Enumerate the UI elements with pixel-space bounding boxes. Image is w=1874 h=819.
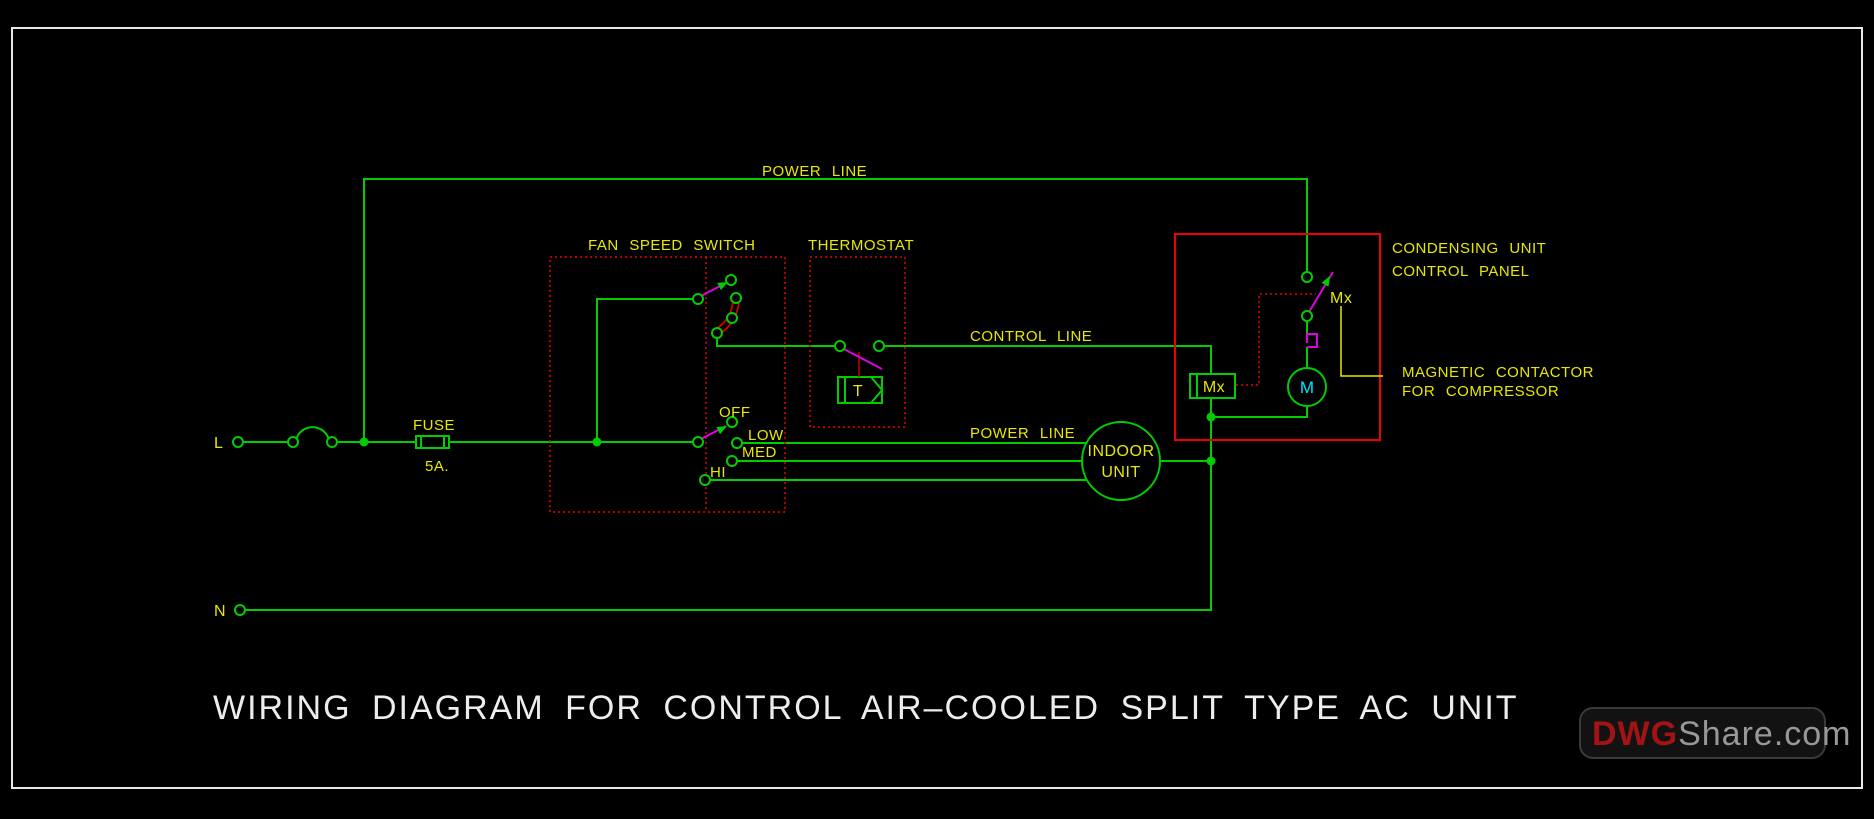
thermostat-title: THERMOSTAT <box>808 237 914 254</box>
junction-panel-return <box>1206 412 1216 422</box>
junction-dots <box>359 412 1216 466</box>
l-terminal-label: L <box>214 435 223 452</box>
fan-low-label: LOW <box>748 427 784 444</box>
indoor-unit-label-line1: INDOOR <box>1088 443 1155 460</box>
fuse-label: FUSE <box>413 417 455 434</box>
thermostat-dashed-box <box>809 256 906 428</box>
mx-contact-label: Mx <box>1330 290 1352 307</box>
panel-title-line2: CONTROL PANEL <box>1392 263 1530 280</box>
wire-motor-return <box>1211 406 1308 418</box>
terminal-circles <box>232 271 1313 616</box>
thermostat-arm <box>841 347 883 370</box>
power-line-top-label: POWER LINE <box>762 163 867 180</box>
motor-label: M <box>1300 378 1314 397</box>
panel-contact-top <box>1301 271 1313 283</box>
drawing-title: WIRING DIAGRAM FOR CONTROL AIR–COOLED SP… <box>213 689 1519 727</box>
fan-off-label: OFF <box>719 404 751 421</box>
arm-arrowheads <box>716 276 1330 435</box>
panel-contact-bottom <box>1301 310 1313 322</box>
mx-coil-label: Mx <box>1203 379 1225 396</box>
fan-arm-arrow-icon <box>716 426 727 435</box>
switch-arms <box>700 271 1334 440</box>
fan-switch-dashed-box <box>549 256 786 513</box>
fan-off-circle <box>726 416 738 428</box>
mx-leader-line <box>1340 306 1383 377</box>
compressor-motor-circle <box>1287 367 1327 407</box>
watermark-dwg: DWG <box>1592 715 1678 753</box>
thermostat-contact-right <box>873 340 885 352</box>
condensing-panel-box <box>1174 233 1381 441</box>
rotary-off-circle <box>725 274 737 286</box>
watermark-text: DWGShare.com <box>1592 715 1852 753</box>
fuse-rating-label: 5A. <box>425 458 449 475</box>
wire-control-1 <box>716 338 835 347</box>
overload-symbol <box>1306 333 1318 348</box>
thermostat-box-chevron <box>870 376 884 404</box>
red-annotations <box>549 233 1381 513</box>
fan-med-label: MED <box>742 444 777 461</box>
junction-fan-feed <box>592 437 602 447</box>
link-circle-left <box>287 436 299 448</box>
contact-arm-arrow-icon <box>1321 276 1330 287</box>
wire-neutral <box>245 398 1212 611</box>
contactor-coil-box <box>1189 373 1236 399</box>
wire-control-2 <box>884 345 1212 374</box>
junction-indoor-out <box>1206 456 1216 466</box>
magnetic-note-line1: MAGNETIC CONTACTOR <box>1402 364 1594 381</box>
panel-title-line1: CONDENSING UNIT <box>1392 240 1546 257</box>
fan-low-circle <box>731 437 743 449</box>
coil-contact-linkage <box>1236 293 1316 386</box>
thermostat-device-label: T <box>853 383 863 400</box>
fan-hi-circle <box>699 474 711 486</box>
wire-to-rotary-common <box>596 298 693 442</box>
rotary-pos1-circle <box>730 292 742 304</box>
fuse-caps <box>420 436 445 448</box>
fan-hi-label: HI <box>710 464 726 481</box>
magnetic-note-line2: FOR COMPRESSOR <box>1402 383 1559 400</box>
rotary-common-circle <box>692 293 704 305</box>
disconnect-link-arc <box>295 426 330 441</box>
watermark-badge <box>1579 707 1826 759</box>
fan-speed-switch-title: FAN SPEED SWITCH <box>588 237 756 254</box>
n-terminal-circle <box>234 604 246 616</box>
indoor-unit-circle <box>1081 421 1161 501</box>
control-line-label: CONTROL LINE <box>970 328 1092 345</box>
rotary-pos3-circle <box>711 327 723 339</box>
rotary-pos2-circle <box>726 312 738 324</box>
junction-power-top <box>359 437 369 447</box>
fan-med-circle <box>726 455 738 467</box>
thermostat-contact-left <box>834 340 846 352</box>
n-terminal-label: N <box>214 603 226 620</box>
link-circle-right <box>326 436 338 448</box>
l-terminal-circle <box>232 436 244 448</box>
dwgshare-watermark[interactable]: DWGShare.com <box>1579 707 1852 759</box>
power-wires <box>243 178 1308 611</box>
rotary-arm-arrow-icon <box>717 282 728 291</box>
fan-common-circle <box>692 436 704 448</box>
wire-power-top <box>363 178 1308 442</box>
drawing-border <box>11 27 1863 789</box>
watermark-rest: Share.com <box>1678 715 1851 753</box>
power-line-mid-label: POWER LINE <box>970 425 1075 442</box>
indoor-unit-label-line2: UNIT <box>1101 464 1140 481</box>
